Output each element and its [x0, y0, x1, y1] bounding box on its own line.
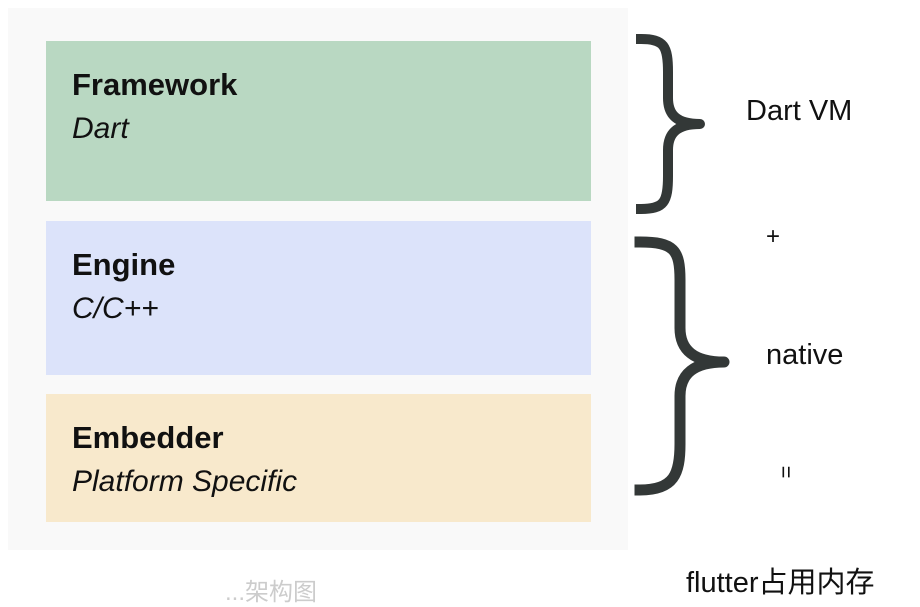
dart-vm-label: Dart VM: [746, 95, 853, 127]
flutter-memory-label: flutter占用内存: [686, 567, 875, 599]
engine-title: Engine: [72, 247, 176, 282]
diagram-caption: ...架构图: [225, 579, 318, 606]
engine-layer: Engine C/C++: [46, 221, 591, 375]
framework-language: Dart: [72, 112, 129, 145]
framework-brace-icon: [636, 33, 705, 215]
embedder-title: Embedder: [72, 420, 224, 455]
framework-layer: Framework Dart: [46, 41, 591, 201]
native-brace-path: [634, 236, 730, 496]
framework-brace-path: [636, 33, 705, 215]
native-label: native: [766, 339, 844, 371]
embedder-layer: Embedder Platform Specific: [46, 394, 591, 522]
embedder-language: Platform Specific: [72, 465, 298, 498]
plus-label: +: [766, 223, 781, 250]
framework-title: Framework: [72, 67, 238, 102]
equals-label: =: [773, 465, 799, 479]
native-brace-icon: [634, 236, 730, 496]
engine-language: C/C++: [72, 292, 159, 325]
